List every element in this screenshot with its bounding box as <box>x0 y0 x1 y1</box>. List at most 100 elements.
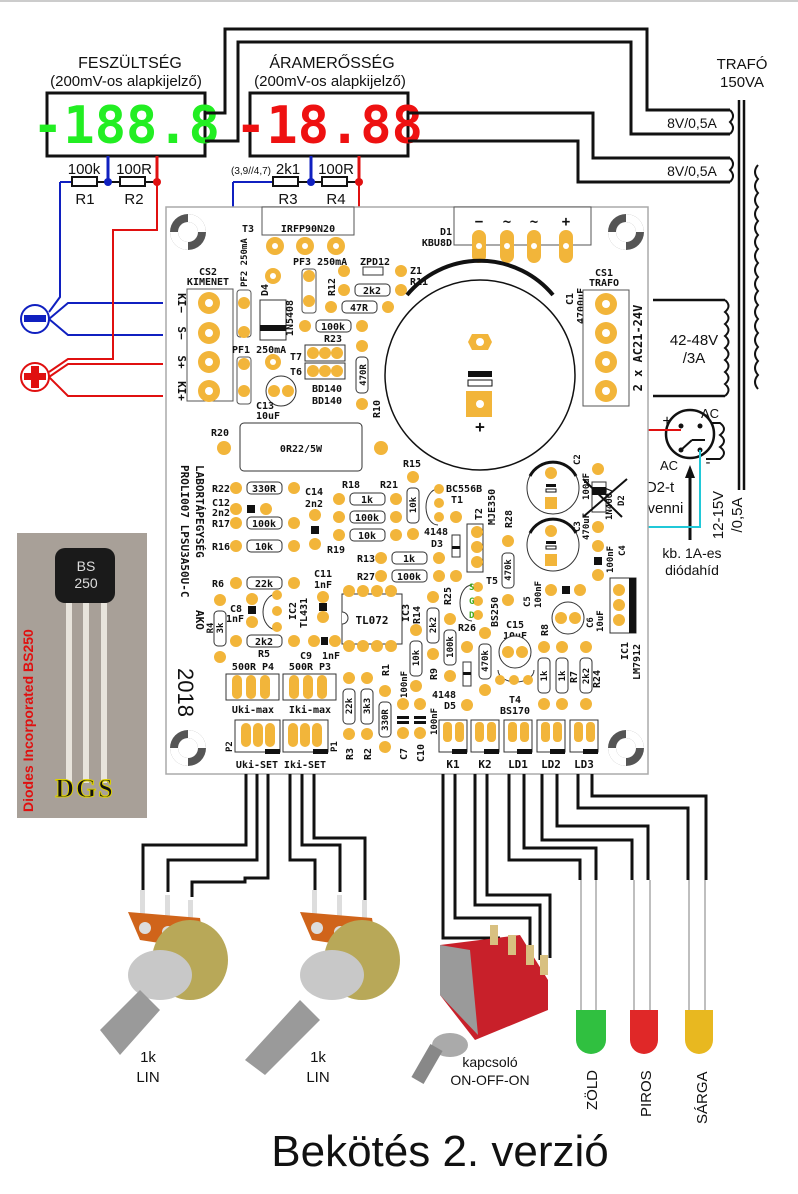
r25-label: R25 <box>443 587 454 605</box>
d2-label: D2 <box>617 495 627 506</box>
pf2-label: PF2 250mA <box>240 238 250 287</box>
c2-label: C2 <box>573 454 583 465</box>
c1-label: C1 <box>565 293 576 305</box>
r19-label: R19 <box>327 545 345 556</box>
ic3-part: TL072 <box>355 614 388 627</box>
r6-label: R6 <box>212 579 224 590</box>
cs2-name: KIMENET <box>187 277 229 288</box>
r18-label: R18 <box>342 480 360 491</box>
c1-value: 4700uF <box>576 288 587 324</box>
p2-name: Uki-SET <box>236 759 278 771</box>
bridge-note-1: kb. 1A-es <box>662 545 721 561</box>
r2-label: R2 <box>363 748 374 760</box>
d3-label: D3 <box>431 539 443 550</box>
pot-2-value: 1k <box>310 1049 326 1066</box>
t6-part: BD140 <box>312 384 342 395</box>
zpd12-label: ZPD12 <box>360 257 390 268</box>
t7-label: T7 <box>290 352 302 363</box>
r10-label: R10 <box>372 400 383 418</box>
c11-value: 1nF <box>314 580 332 591</box>
minus-terminal-icon <box>24 315 46 322</box>
main-winding-current: /3A <box>683 350 706 367</box>
r3-note: (3,9//4,7) <box>231 166 271 177</box>
r10-value: 470R <box>359 364 369 386</box>
board-code: PROLI007 LPSU3A50U-C <box>178 465 191 597</box>
r3-label: R3 <box>278 191 297 208</box>
r3-label: R3 <box>345 748 356 760</box>
r14-label: R14 <box>412 606 423 624</box>
current-reading: -18.88 <box>235 96 423 156</box>
connector-k1: K1 <box>446 758 460 771</box>
left-resistor-column: R22 330R C12 2n2 R17 100k R16 10k <box>212 481 300 553</box>
r13-label: R13 <box>357 554 375 565</box>
r21-label: R21 <box>380 480 398 491</box>
t6-label: T6 <box>290 367 302 378</box>
r17-value: 100k <box>252 519 276 530</box>
c5-label: C5 <box>523 596 533 607</box>
p1-label: P1 <box>330 741 340 752</box>
t5-pin-d: D <box>469 611 475 621</box>
led-yellow: SÁRGA <box>685 880 713 1124</box>
r16-value: 10k <box>255 542 273 553</box>
r26-label: R26 <box>458 623 476 634</box>
ic3-label: IC3 <box>401 604 412 622</box>
mounting-hole-icon <box>608 730 644 766</box>
ic2-label: IC2 <box>288 602 299 620</box>
d2-part: 1N4007 <box>605 487 615 520</box>
led-green-label: ZÖLD <box>583 1070 601 1110</box>
c11-label: C11 <box>314 569 332 580</box>
bridge-ac-bottom: AC <box>660 458 678 473</box>
t7-part: BD140 <box>312 396 342 407</box>
c8-label: C8 <box>230 604 242 615</box>
current-display-title: ÁRAMERŐSSÉG <box>269 53 394 72</box>
bridge-plus: + <box>662 413 671 430</box>
c3-value: 470uF <box>582 513 592 540</box>
bs250-marking-1: BS <box>77 558 96 574</box>
board-year: 2018 <box>173 668 198 717</box>
r1-label: R1 <box>381 664 392 676</box>
r1-value: 100k <box>68 161 101 178</box>
led-red: PIROS <box>630 880 658 1117</box>
r23-value: 100k <box>321 322 345 333</box>
current-display-subtitle: (200mV-os alapkijelző) <box>254 73 406 90</box>
board-name: LABORTÁPEGYSÉG <box>193 465 206 558</box>
transformer-rating: 150VA <box>720 74 764 91</box>
r22-value: 330R <box>252 484 277 495</box>
z1-label: Z1 <box>410 266 422 277</box>
c4-value: 100nF <box>606 546 616 573</box>
t5-pin-g: G <box>469 597 474 607</box>
connector-ld3: LD3 <box>574 758 594 771</box>
r6-value: 22k <box>255 579 273 590</box>
r1-value: 330R <box>381 709 391 731</box>
switch-type: ON-OFF-ON <box>450 1072 529 1088</box>
d4-part: 1N5408 <box>285 300 296 336</box>
connector-k2: K2 <box>478 758 491 771</box>
cs2-pin-4: KI+ <box>175 381 188 401</box>
display-supply-wires <box>205 27 730 184</box>
c6-value: 10uF <box>596 610 606 632</box>
r20-value: 0R22/5W <box>280 444 323 455</box>
bs250-photo: BS 250 DGS Diodes Incorporated BS250 <box>17 533 147 818</box>
r3-value: 2k1 <box>276 161 300 178</box>
mounting-hole-icon <box>608 214 644 250</box>
p4-label: 500R P4 <box>232 662 274 673</box>
external-wires <box>141 774 708 960</box>
r16-label: R16 <box>212 542 230 553</box>
bridge-pin-minus: − <box>475 214 483 230</box>
r9-value: 10k <box>412 649 422 666</box>
potentiometer-1: 1k LIN <box>100 890 228 1086</box>
c13-label: C13 <box>256 401 274 412</box>
c7-label: C7 <box>399 748 410 760</box>
connector-ld1: LD1 <box>508 758 528 771</box>
r27-value: 100k <box>397 572 421 583</box>
mounting-hole-icon <box>170 214 206 250</box>
r19-value: 10k <box>358 531 376 542</box>
r22-label: R22 <box>212 484 230 495</box>
r26-value: 470k <box>481 650 491 672</box>
d5-part: 4148 <box>432 690 456 701</box>
transformer-title: TRAFÓ <box>717 56 768 73</box>
r9-label: R9 <box>429 668 440 680</box>
r1-label: R1 <box>75 191 94 208</box>
bridge-pin-plus: + <box>562 214 570 230</box>
